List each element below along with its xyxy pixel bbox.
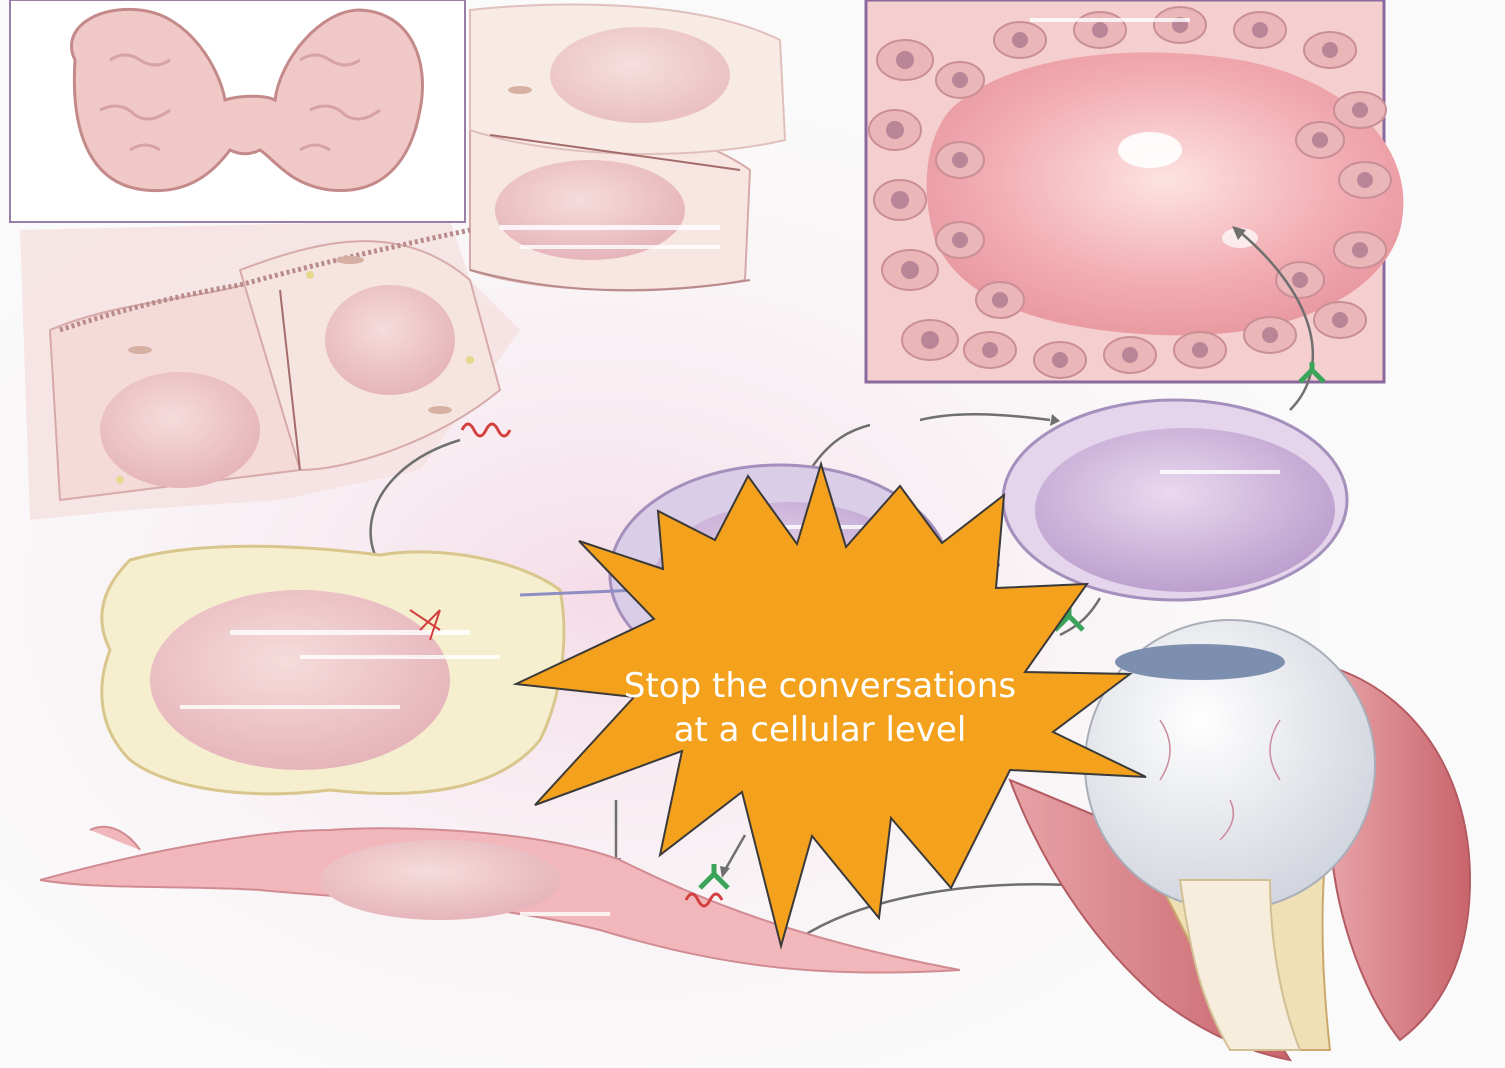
callout-text: Stop the conversations at a cellular lev… (560, 664, 1080, 752)
antigen-presenting-cell (102, 546, 564, 794)
thyroid-follicle-inset (866, 0, 1403, 382)
callout-line-1: Stop the conversations (560, 664, 1080, 708)
callout-line-2: at a cellular level (560, 708, 1080, 752)
thyroid-gland-inset (10, 0, 465, 222)
